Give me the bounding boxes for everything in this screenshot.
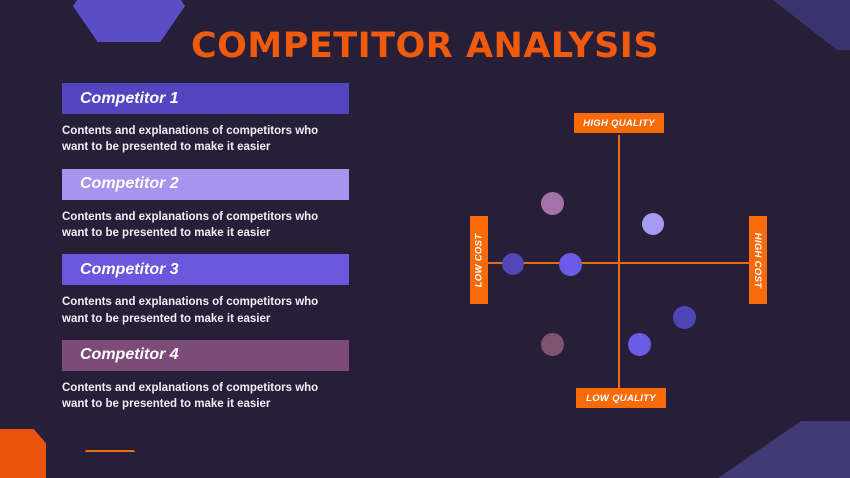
competitor-item: Competitor 2 Contents and explanations of… <box>62 168 349 242</box>
chart-vertical-axis <box>618 135 620 388</box>
competitor-quadrant-chart: HIGH QUALITY LOW QUALITY LOW COST HIGH C… <box>455 108 785 413</box>
chart-data-point <box>673 305 697 329</box>
decoration-hexagon-outline <box>64 450 156 478</box>
axis-label-high-cost: HIGH COST <box>749 216 767 304</box>
competitor-header-bar[interactable]: Competitor 4 <box>62 339 349 371</box>
axis-label-low-quality: LOW QUALITY <box>576 388 666 408</box>
page-title: COMPETITOR ANALYSIS <box>190 26 660 66</box>
competitor-item: Competitor 1 Contents and explanations of… <box>62 83 349 156</box>
axis-label-low-cost: LOW COST <box>470 216 488 304</box>
competitor-header-bar[interactable]: Competitor 1 <box>62 83 349 114</box>
competitor-list: Competitor 1 Contents and explanations of… <box>62 83 349 426</box>
chart-horizontal-axis <box>486 262 751 264</box>
axis-label-high-cost-text: HIGH COST <box>752 232 764 288</box>
competitor-item: Competitor 3 Contents and explanations of… <box>62 254 349 327</box>
chart-data-point <box>501 253 524 276</box>
competitor-label: Competitor 1 <box>80 89 179 107</box>
chart-data-point <box>559 252 583 276</box>
competitor-item: Competitor 4 Contents and explanations of… <box>62 339 349 413</box>
chart-data-point <box>641 212 664 235</box>
competitor-label: Competitor 3 <box>80 260 179 278</box>
competitor-description: Contents and explanations of competitors… <box>62 210 319 239</box>
competitor-label: Competitor 2 <box>80 175 179 193</box>
axis-label-high-quality-text: HIGH QUALITY <box>583 117 655 129</box>
competitor-header-bar[interactable]: Competitor 2 <box>62 168 349 200</box>
competitor-description: Contents and explanations of competitors… <box>62 125 319 154</box>
decoration-bottom-right-shape <box>718 421 850 478</box>
chart-data-point <box>540 191 564 215</box>
axis-label-low-quality-text: LOW QUALITY <box>586 392 656 404</box>
competitor-description: Contents and explanations of competitors… <box>62 296 319 325</box>
chart-data-point <box>628 333 652 357</box>
chart-data-point <box>540 333 564 357</box>
competitor-description: Contents and explanations of competitors… <box>62 381 319 411</box>
axis-label-high-quality: HIGH QUALITY <box>574 113 664 133</box>
competitor-label: Competitor 4 <box>80 346 179 364</box>
decoration-bottom-left-shape <box>0 429 46 478</box>
axis-label-low-cost-text: LOW COST <box>473 233 485 287</box>
competitor-header-bar[interactable]: Competitor 3 <box>62 254 349 286</box>
